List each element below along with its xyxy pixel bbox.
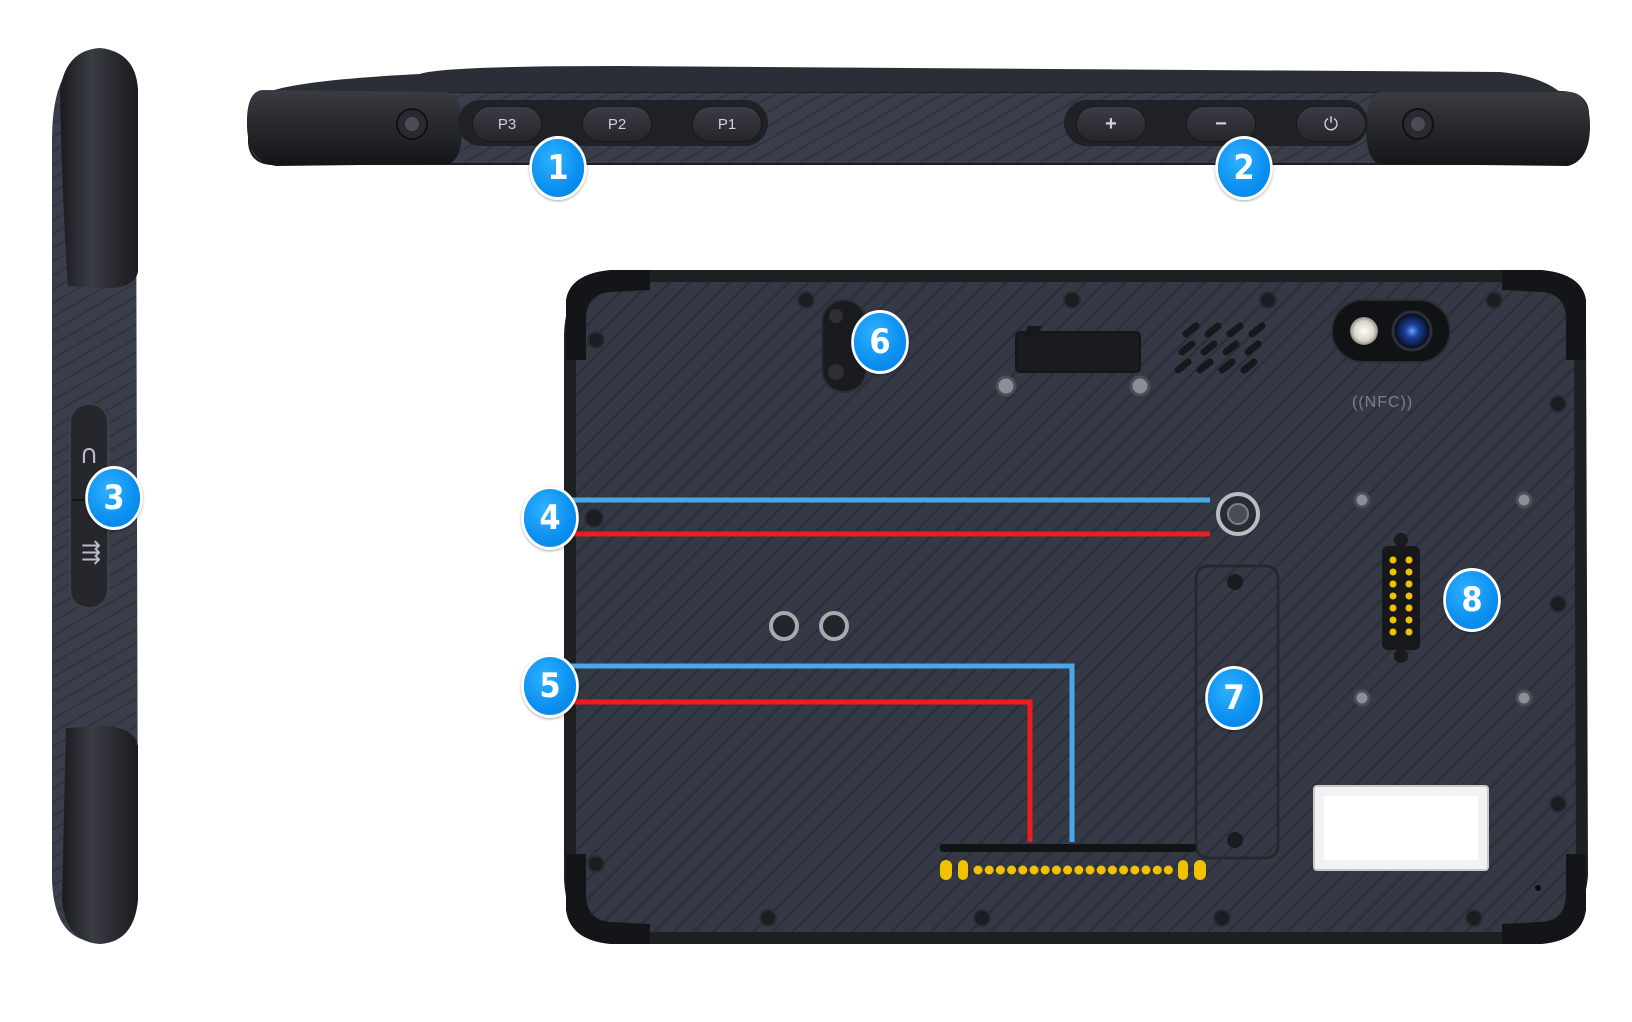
dock-pin bbox=[1163, 865, 1173, 875]
connector-line-red-5 bbox=[548, 699, 1033, 842]
dock-pin bbox=[1007, 865, 1017, 875]
dock-pin bbox=[1085, 865, 1095, 875]
dock-pin bbox=[1074, 865, 1084, 875]
volume-down-button[interactable]: − bbox=[1186, 106, 1256, 142]
nfc-label: ((NFC)) bbox=[1352, 394, 1414, 411]
pin-connector-pins bbox=[1389, 556, 1413, 636]
dock-pin bbox=[1096, 865, 1106, 875]
callout-1: 1 bbox=[529, 136, 587, 200]
callout-4: 4 bbox=[521, 486, 579, 550]
dock-pin bbox=[1018, 865, 1028, 875]
edge-screws bbox=[584, 291, 1567, 927]
side-top-bumper bbox=[60, 48, 138, 289]
side-bottom-bumper bbox=[62, 726, 138, 944]
headphone-icon: ∩ bbox=[79, 440, 98, 470]
connector-line-blue-5 bbox=[548, 663, 1075, 842]
volume-up-button[interactable]: + bbox=[1076, 106, 1146, 142]
dock-pin bbox=[1130, 865, 1140, 875]
dock-pin bbox=[1152, 865, 1162, 875]
dock-rail bbox=[940, 844, 1196, 852]
power-button[interactable]: ⏻ bbox=[1296, 106, 1366, 142]
dock-pin bbox=[1040, 865, 1050, 875]
speaker-grille bbox=[1023, 326, 1042, 336]
dock-pin bbox=[973, 865, 983, 875]
top-edge-view bbox=[246, 66, 1590, 166]
flash-icon bbox=[1350, 317, 1378, 345]
p2-button[interactable]: P2 bbox=[582, 106, 652, 142]
pin-connector bbox=[1382, 546, 1420, 650]
callout-3: 3 bbox=[85, 466, 143, 530]
p1-button[interactable]: P1 bbox=[692, 106, 762, 142]
dock-pin bbox=[1051, 865, 1061, 875]
callout-8: 8 bbox=[1443, 568, 1501, 632]
top-module bbox=[1015, 331, 1141, 373]
top-left-bumper bbox=[246, 90, 462, 166]
callout-5: 5 bbox=[521, 654, 579, 718]
usb-icon: ⇶ bbox=[81, 538, 101, 566]
battery-cover bbox=[1194, 564, 1280, 860]
top-right-bumper bbox=[1366, 92, 1590, 166]
callout-lines bbox=[548, 497, 1210, 842]
dock-pin bbox=[1119, 865, 1129, 875]
dock-pin bbox=[1107, 865, 1117, 875]
speaker-slots bbox=[1174, 322, 1266, 374]
dock-pin bbox=[995, 865, 1005, 875]
accessory-screws bbox=[1353, 491, 1533, 707]
camera-lens-icon bbox=[1391, 310, 1433, 352]
top-edge-ridge bbox=[268, 66, 1560, 92]
dock-pin bbox=[984, 865, 994, 875]
callout-2: 2 bbox=[1215, 136, 1273, 200]
dock-pin bbox=[1141, 865, 1151, 875]
callout-7: 7 bbox=[1205, 666, 1263, 730]
back-view bbox=[548, 270, 1588, 944]
dock-pins bbox=[940, 860, 1206, 880]
dock-pin bbox=[1063, 865, 1073, 875]
dock-pin bbox=[1029, 865, 1039, 875]
back-body bbox=[576, 282, 1576, 932]
callout-6: 6 bbox=[851, 310, 909, 374]
p3-button[interactable]: P3 bbox=[472, 106, 542, 142]
